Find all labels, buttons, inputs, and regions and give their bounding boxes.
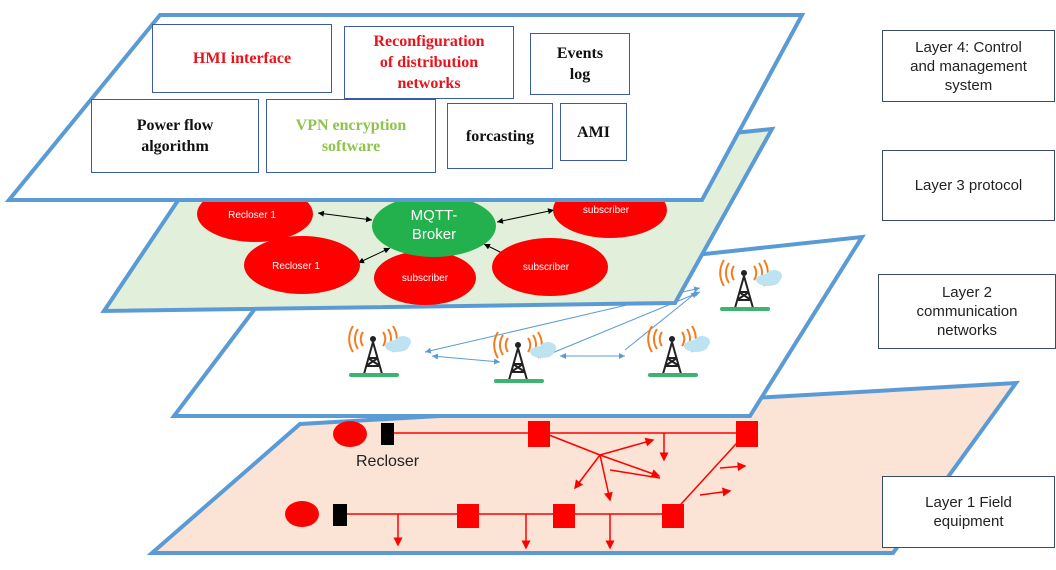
layer1-label: Layer 1 Field equipment	[925, 494, 1012, 530]
subscriber-node-label: subscriber	[402, 273, 449, 284]
feeder-source-top	[333, 421, 367, 447]
recloser-device-top	[381, 423, 394, 445]
recloser-node-label: Recloser 1	[272, 261, 320, 272]
hmi-interface-text: HMI interface	[192, 50, 292, 67]
feeder-source-bottom	[285, 501, 319, 527]
mqtt-broker-node	[372, 195, 496, 257]
layer4-label-box: Layer 4: Control and management system	[882, 30, 1055, 102]
ami-box: AMI	[560, 103, 627, 161]
forecasting-box: forcasting	[447, 103, 553, 169]
layer2-label-box: Layer 2 communication networks	[878, 274, 1056, 349]
vpn-encryption-box: VPN encryption software	[266, 99, 436, 173]
layer3-label: Layer 3 protocol	[914, 177, 1023, 194]
reconfiguration-text: Reconfiguration of distribution networks	[373, 33, 485, 92]
recloser-label: Recloser	[356, 453, 420, 470]
subscriber-node-label: subscriber	[583, 205, 630, 216]
recloser-node	[244, 236, 360, 294]
switch-node	[457, 504, 479, 528]
layer3-label-box: Layer 3 protocol	[882, 150, 1055, 221]
ami-text: AMI	[577, 123, 610, 141]
subscriber-node-label: subscriber	[523, 262, 570, 273]
vpn-encryption-text: VPN encryption software	[295, 117, 407, 155]
power-flow-text: Power flow algorithm	[136, 117, 214, 155]
switch-node	[553, 504, 575, 528]
events-log-text: Events log	[556, 45, 604, 83]
layer1-plane	[146, 380, 1021, 555]
switch-node	[662, 504, 684, 528]
layer2-label: Layer 2 communication networks	[916, 284, 1018, 339]
hmi-interface-box: HMI interface	[152, 24, 332, 93]
forecasting-text: forcasting	[465, 127, 535, 145]
reconfiguration-box: Reconfiguration of distribution networks	[344, 26, 514, 99]
power-flow-box: Power flow algorithm	[91, 99, 259, 173]
layer4-label: Layer 4: Control and management system	[910, 38, 1027, 94]
recloser-device-bottom	[333, 504, 347, 526]
recloser-node-label: Recloser 1	[228, 210, 276, 221]
subscriber-node	[492, 238, 608, 296]
layer1-label-box: Layer 1 Field equipment	[882, 476, 1055, 548]
switch-node	[528, 421, 550, 447]
switch-node	[736, 421, 758, 447]
subscriber-node	[374, 251, 476, 305]
field-equipment-network	[347, 432, 747, 550]
events-log-box: Events log	[530, 33, 630, 95]
mqtt-broker-label: MQTT- Broker	[410, 207, 458, 243]
